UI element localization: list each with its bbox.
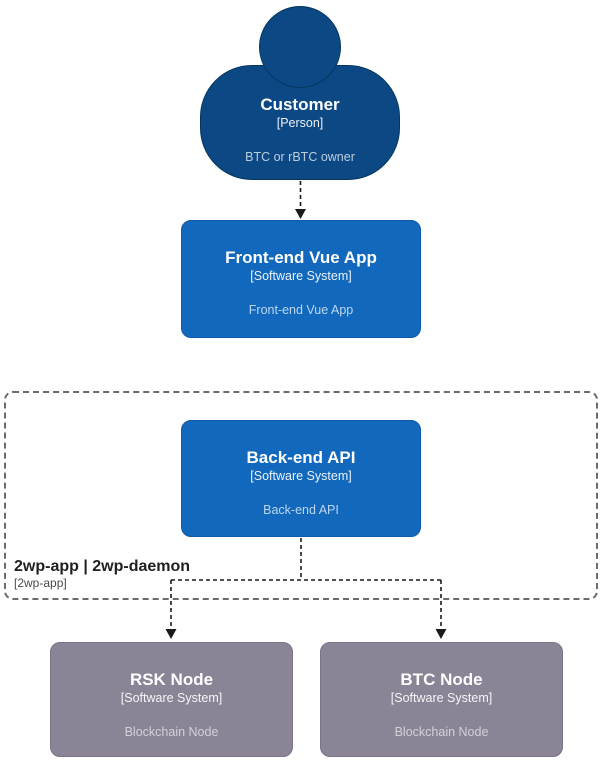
- node-description: Back-end API: [263, 503, 339, 517]
- person-head-icon: [259, 6, 341, 88]
- node-title: Front-end Vue App: [225, 248, 377, 267]
- node-title: BTC Node: [400, 670, 483, 689]
- arrowhead-down-icon: [435, 629, 447, 639]
- node-backend-api[interactable]: Back-end API [Software System] Back-end …: [181, 420, 421, 537]
- node-description: Front-end Vue App: [248, 303, 354, 317]
- boundary-label: 2wp-app | 2wp-daemon [2wp-app]: [14, 557, 190, 591]
- node-title: RSK Node: [129, 670, 214, 689]
- node-rsk[interactable]: RSK Node [Software System] Blockchain No…: [50, 642, 293, 757]
- node-frontend-vue-app[interactable]: Front-end Vue App [Software System] Fron…: [181, 220, 421, 338]
- node-description: Blockchain Node: [124, 725, 219, 739]
- node-description: Blockchain Node: [394, 725, 489, 739]
- node-type-label: [Software System]: [390, 691, 493, 705]
- node-title: Customer: [260, 95, 340, 114]
- node-type-label: [Person]: [276, 116, 324, 130]
- node-title: Back-end API: [246, 448, 356, 467]
- arrowhead-down-icon: [295, 209, 306, 219]
- arrowhead-down-icon: [165, 629, 177, 639]
- boundary-type-label: [2wp-app]: [14, 576, 67, 590]
- boundary-2wp-app: 2wp-app | 2wp-daemon [2wp-app]: [4, 391, 598, 600]
- node-btc[interactable]: BTC Node [Software System] Blockchain No…: [320, 642, 563, 757]
- node-description: BTC or rBTC owner: [245, 150, 355, 164]
- node-type-label: [Software System]: [250, 469, 352, 483]
- edge-customer-to-frontend: [295, 181, 306, 219]
- node-type-label: [Software System]: [120, 691, 223, 705]
- boundary-title: 2wp-app | 2wp-daemon: [14, 558, 191, 575]
- node-type-label: [Software System]: [250, 269, 352, 283]
